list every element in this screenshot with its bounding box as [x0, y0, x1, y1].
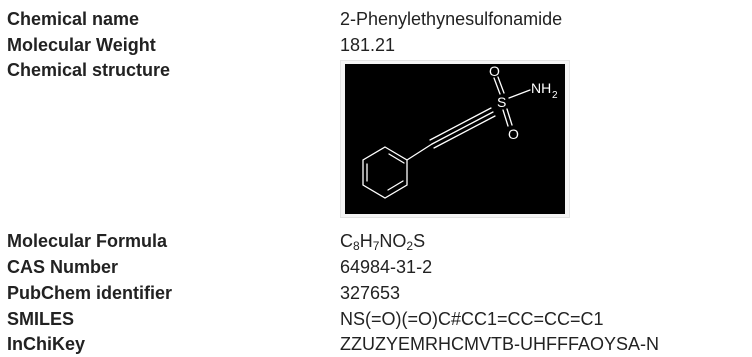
- triple-bond-lower: [433, 115, 496, 149]
- molecular-weight-value: 181.21: [340, 35, 396, 55]
- chemical-structure-label: Chemical structure: [7, 60, 171, 80]
- triple-bond-center: [431, 111, 494, 145]
- chemical-structure-image: O S NH 2 O: [340, 60, 570, 218]
- s-o-bottom-bond-2: [506, 108, 513, 126]
- molecular-weight-label: Molecular Weight: [7, 35, 156, 55]
- inchikey-label: InChiKey: [7, 334, 86, 354]
- s-n-bond: [508, 89, 531, 99]
- cas-number-value: 64984-31-2: [340, 257, 433, 277]
- chemical-structure-drawing: O S NH 2 O: [345, 64, 565, 214]
- smiles-value: NS(=O)(=O)C#CC1=CC=CC=C1: [340, 309, 604, 329]
- ring-double-bond-1: [388, 153, 405, 164]
- s-o-top-bond-2: [497, 76, 505, 94]
- molecular-formula-value: C8H7NO2S: [340, 231, 426, 253]
- s-o-bottom-bond-1: [502, 109, 509, 127]
- atom-o-top: O: [489, 64, 500, 79]
- ring-double-bond-2: [387, 180, 404, 191]
- triple-bond-upper: [429, 107, 492, 141]
- atom-s: S: [497, 94, 506, 110]
- atom-o-bottom: O: [508, 126, 519, 142]
- atom-nh: NH: [531, 80, 551, 96]
- inchikey-value: ZZUZYEMRHCMVTB-UHFFFAOYSA-N: [340, 334, 659, 354]
- s-o-top-bond-1: [493, 77, 501, 95]
- pubchem-identifier-label: PubChem identifier: [7, 283, 173, 303]
- molecular-formula-label: Molecular Formula: [7, 231, 168, 251]
- structure-background: [345, 64, 565, 214]
- smiles-label: SMILES: [7, 309, 75, 329]
- pubchem-identifier-value: 327653: [340, 283, 401, 303]
- cas-number-label: CAS Number: [7, 257, 119, 277]
- chemical-name-label: Chemical name: [7, 9, 140, 29]
- atom-nh-subscript: 2: [552, 90, 558, 101]
- chemical-name-value: 2-Phenylethynesulfonamide: [340, 9, 563, 29]
- ring-alkyne-bond: [406, 143, 433, 161]
